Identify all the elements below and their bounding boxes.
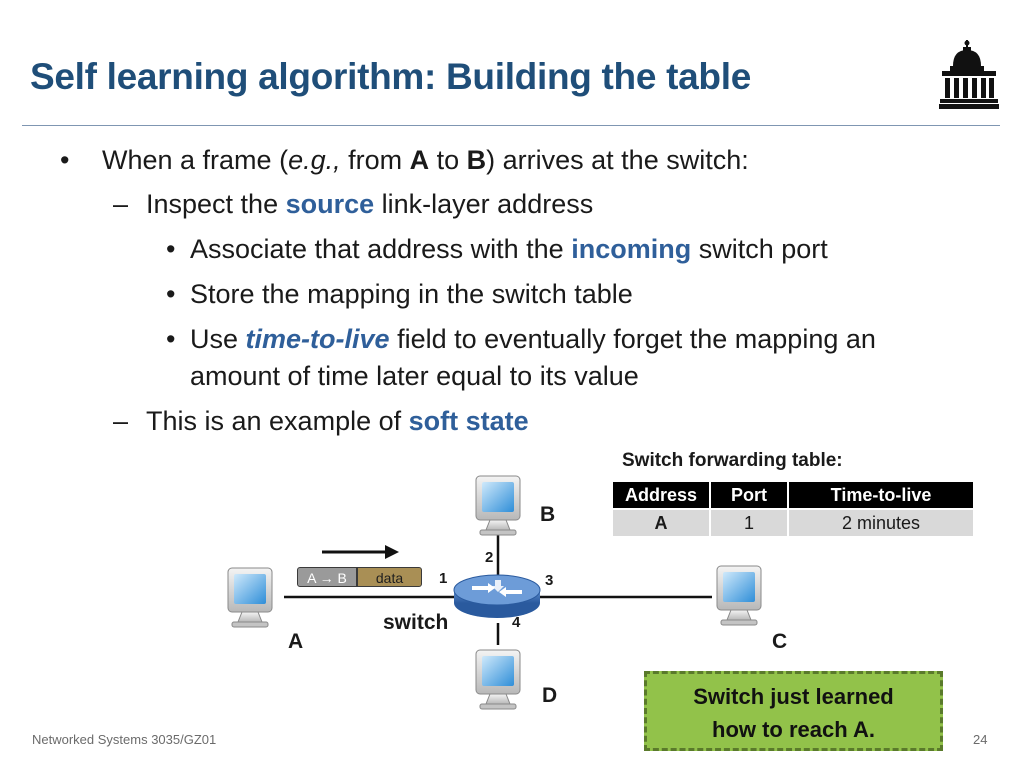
- host-d-label: D: [542, 684, 557, 708]
- port-label-2: 2: [485, 549, 493, 566]
- right-arrow-icon: [322, 545, 399, 559]
- frame-data-field: data: [357, 567, 422, 587]
- switch-label: switch: [383, 611, 448, 635]
- host-c-computer-icon: [717, 566, 761, 625]
- footer-course-label: Networked Systems 3035/GZ01: [32, 732, 216, 747]
- router-icon: [454, 575, 540, 618]
- page-number: 24: [973, 732, 987, 747]
- host-c-label: C: [772, 630, 787, 654]
- port-label-3: 3: [545, 572, 553, 589]
- host-b-label: B: [540, 503, 555, 527]
- frame-address-field: A → B: [297, 567, 357, 587]
- host-a-computer-icon: [228, 568, 272, 627]
- callout-line-1: Switch just learned: [647, 680, 940, 713]
- port-label-1: 1: [439, 570, 447, 587]
- callout-line-2: how to reach A.: [647, 713, 940, 746]
- host-b-computer-icon: [476, 476, 520, 535]
- port-label-4: 4: [512, 614, 520, 631]
- host-d-computer-icon: [476, 650, 520, 709]
- callout-note: Switch just learned how to reach A.: [644, 671, 943, 751]
- host-a-label: A: [288, 630, 303, 654]
